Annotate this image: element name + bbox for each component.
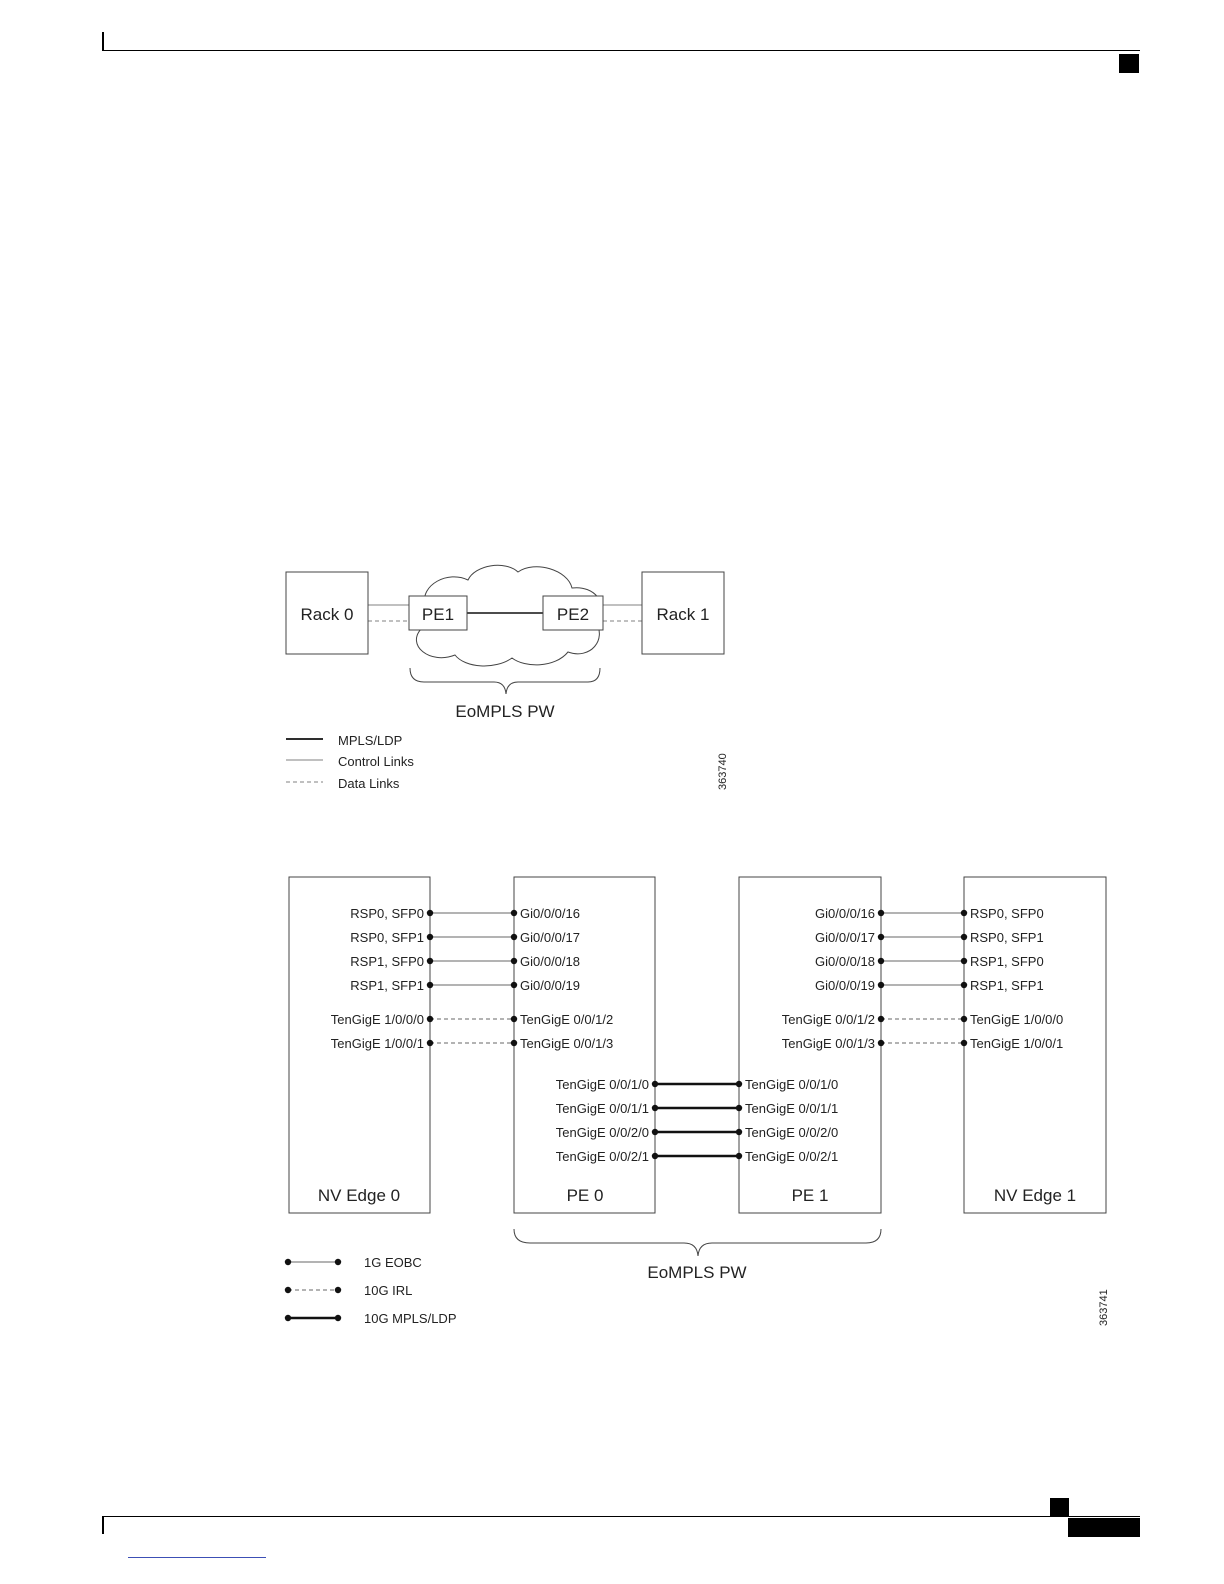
rack-1-box: [641, 571, 725, 655]
figure-2-port-labels: RSP0, SFP0 Gi0/0/0/16 Gi0/0/0/16 RSP0, SFP0…: [331, 906, 1063, 1164]
rack-1-label: Rack 1: [657, 605, 710, 624]
link-pe0-pe1-3: [651, 1152, 743, 1160]
pe-1-label: PE 1: [792, 1186, 829, 1205]
link-edge0-pe0-3: [426, 981, 518, 989]
pe-1-right-port-2: Gi0/0/0/18: [815, 954, 875, 969]
eompls-label: EoMPLS PW: [455, 702, 554, 721]
pe-0-right-port-1: TenGigE 0/0/1/1: [556, 1101, 649, 1116]
pe-1-left-port-1: TenGigE 0/0/1/1: [745, 1101, 838, 1116]
legend-mpls-line-2: [284, 1314, 342, 1322]
link-pe1-edge1-0: [877, 909, 968, 917]
header-marker: [1119, 54, 1139, 73]
footer-tick: [102, 1516, 104, 1534]
link-pe1-edge1-4: [877, 1015, 968, 1023]
link-pe1-edge1-3: [877, 981, 968, 989]
eompls-label-2: EoMPLS PW: [647, 1263, 746, 1282]
link-pe0-pe1-1: [651, 1104, 743, 1112]
pe2-box: [542, 595, 604, 631]
pe-0-label: PE 0: [567, 1186, 604, 1205]
legend-irl-line: [284, 1286, 342, 1294]
pe-0-left-port-0: Gi0/0/0/16: [520, 906, 580, 921]
pe1-box: [408, 595, 468, 631]
footer-link-underline[interactable]: [128, 1557, 266, 1558]
link-pe0-pe1-0: [651, 1080, 743, 1088]
nv-edge-0-port-5: TenGigE 1/0/0/1: [331, 1036, 424, 1051]
footer-marker: [1050, 1498, 1069, 1517]
eompls-brace-2: [513, 1228, 882, 1257]
legend-eobc-label: 1G EOBC: [364, 1255, 422, 1270]
figure-2-links: [426, 909, 968, 1160]
pe-1-right-port-4: TenGigE 0/0/1/2: [782, 1012, 875, 1027]
rack-0-label: Rack 0: [301, 605, 354, 624]
nv-edge-1-box: [963, 876, 1107, 1214]
nv-edge-0-port-3: RSP1, SFP1: [350, 978, 424, 993]
legend-data-label: Data Links: [338, 776, 400, 791]
link-edge0-pe0-4: [426, 1015, 518, 1023]
legend-mpls-label-2: 10G MPLS/LDP: [364, 1311, 457, 1326]
pe-1-right-port-3: Gi0/0/0/19: [815, 978, 875, 993]
link-edge0-pe0-2: [426, 957, 518, 965]
nv-edge-1-label: NV Edge 1: [994, 1186, 1076, 1205]
pe-0-box: [513, 876, 656, 1214]
figure-2-id: 363741: [1098, 1289, 1110, 1326]
nv-edge-1-port-3: RSP1, SFP1: [970, 978, 1044, 993]
pe-1-right-port-1: Gi0/0/0/17: [815, 930, 875, 945]
page-number-box: [1068, 1518, 1140, 1537]
nv-edge-0-label: NV Edge 0: [318, 1186, 400, 1205]
nv-edge-1-port-1: RSP0, SFP1: [970, 930, 1044, 945]
pe-0-left-port-3: Gi0/0/0/19: [520, 978, 580, 993]
footer-rule: [102, 1516, 1140, 1517]
link-pe1-edge1-1: [877, 933, 968, 941]
header-tick: [102, 32, 104, 51]
pe-1-left-port-2: TenGigE 0/0/2/0: [745, 1125, 838, 1140]
legend-control-label: Control Links: [338, 754, 414, 769]
link-pe1-edge1-2: [877, 957, 968, 965]
nv-edge-1-port-2: RSP1, SFP0: [970, 954, 1044, 969]
figure-1-id: 363740: [717, 753, 729, 790]
pe-1-right-port-5: TenGigE 0/0/1/3: [782, 1036, 875, 1051]
pe-0-right-port-0: TenGigE 0/0/1/0: [556, 1077, 649, 1092]
pe-0-left-port-2: Gi0/0/0/18: [520, 954, 580, 969]
nv-edge-0-port-0: RSP0, SFP0: [350, 906, 424, 921]
pe-0-right-port-3: TenGigE 0/0/2/1: [556, 1149, 649, 1164]
rack-0-box: [285, 571, 369, 655]
pe2-label: PE2: [557, 605, 589, 624]
pe-1-left-port-0: TenGigE 0/0/1/0: [745, 1077, 838, 1092]
nv-edge-0-box: [288, 876, 431, 1214]
legend-irl-label: 10G IRL: [364, 1283, 412, 1298]
pe1-label: PE1: [422, 605, 454, 624]
eompls-brace: [409, 667, 601, 695]
pe-0-left-port-5: TenGigE 0/0/1/3: [520, 1036, 613, 1051]
nv-edge-0-port-1: RSP0, SFP1: [350, 930, 424, 945]
legend-eobc-line: [284, 1258, 342, 1266]
legend-mpls-label: MPLS/LDP: [338, 733, 402, 748]
pe-0-right-port-2: TenGigE 0/0/2/0: [556, 1125, 649, 1140]
pe-0-left-port-4: TenGigE 0/0/1/2: [520, 1012, 613, 1027]
link-pe0-pe1-2: [651, 1128, 743, 1136]
nv-edge-0-port-2: RSP1, SFP0: [350, 954, 424, 969]
header-rule: [102, 50, 1140, 51]
nv-edge-1-port-5: TenGigE 1/0/0/1: [970, 1036, 1063, 1051]
nv-edge-1-port-0: RSP0, SFP0: [970, 906, 1044, 921]
pe-1-left-port-3: TenGigE 0/0/2/1: [745, 1149, 838, 1164]
link-edge0-pe0-5: [426, 1039, 518, 1047]
link-edge0-pe0-0: [426, 909, 518, 917]
link-pe1-edge1-5: [877, 1039, 968, 1047]
nv-edge-0-port-4: TenGigE 1/0/0/0: [331, 1012, 424, 1027]
pe-1-right-port-0: Gi0/0/0/16: [815, 906, 875, 921]
pe-0-left-port-1: Gi0/0/0/17: [520, 930, 580, 945]
link-edge0-pe0-1: [426, 933, 518, 941]
cloud-shape: [411, 564, 602, 667]
nv-edge-1-port-4: TenGigE 1/0/0/0: [970, 1012, 1063, 1027]
